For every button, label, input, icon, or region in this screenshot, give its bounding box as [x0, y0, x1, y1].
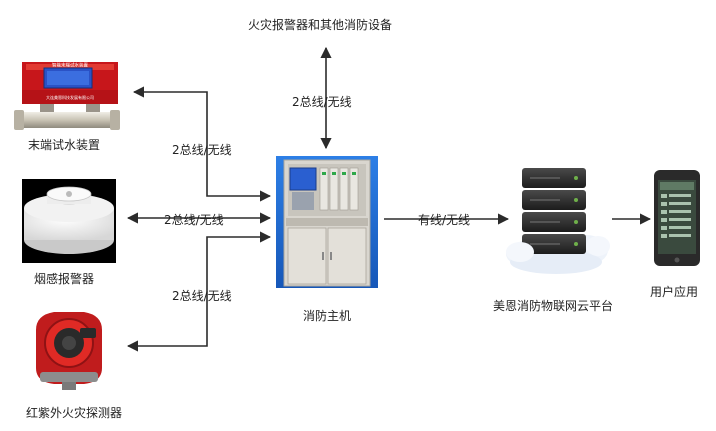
smoke-detector-icon — [22, 179, 116, 263]
water-test-device-icon: 智能末端试水装置 大连美恩科技发展有限公司 — [14, 62, 120, 130]
link-label-water: 2总线/无线 — [172, 143, 232, 157]
link-flame-arrow — [126, 231, 272, 352]
node-label-cloud-platform: 美恩消防物联网云平台 — [493, 299, 614, 313]
link-label-top: 2总线/无线 — [292, 95, 352, 109]
cloud-server-icon — [506, 168, 610, 274]
link-label-cloud: 有线/无线 — [418, 213, 471, 227]
node-label-fire-host: 消防主机 — [303, 309, 352, 323]
link-label-flame: 2总线/无线 — [172, 289, 232, 303]
water-test-panel-company: 大连美恩科技发展有限公司 — [46, 94, 94, 100]
flame-detector-icon — [36, 312, 102, 390]
node-label-top-device: 火灾报警器和其他消防设备 — [248, 18, 393, 32]
user-app-phone-icon — [654, 170, 700, 266]
link-label-smoke: 2总线/无线 — [164, 213, 224, 227]
fire-host-icon — [276, 156, 378, 288]
link-water-arrow — [132, 86, 272, 202]
connectors — [126, 46, 652, 352]
node-label-flame-detector: 红紫外火灾探测器 — [26, 406, 123, 420]
node-label-smoke-detector: 烟感报警器 — [34, 272, 95, 286]
water-test-panel-title: 智能末端试水装置 — [52, 62, 88, 69]
node-label-water-test: 末端试水装置 — [28, 138, 101, 152]
node-label-user-app: 用户应用 — [650, 285, 699, 299]
